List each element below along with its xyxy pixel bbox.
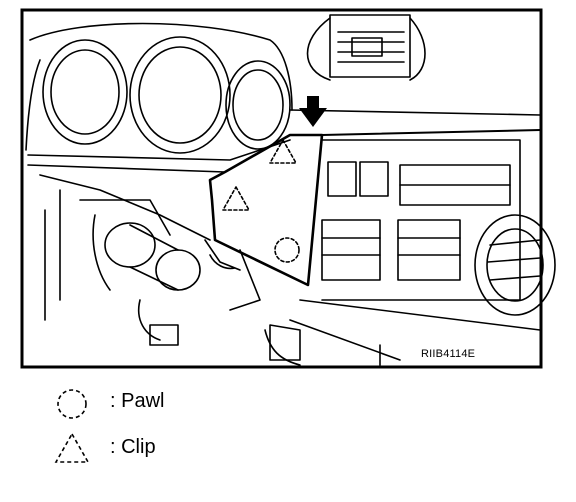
gauge-left: [42, 39, 128, 145]
clip-marker-lower: [222, 186, 250, 211]
center-vent: [329, 14, 411, 78]
center-console: [321, 139, 521, 301]
gauge-right: [225, 60, 291, 150]
dashed-circle-icon: [57, 389, 87, 419]
legend-label-clip: : Clip: [110, 436, 156, 458]
cluster-finisher: [208, 133, 324, 287]
figure-frame: [20, 8, 543, 369]
removal-direction-arrow: [299, 96, 327, 127]
figure-code: RIIB4114E: [421, 348, 476, 360]
gauge-center: [129, 36, 231, 154]
legend-label-pawl: : Pawl: [110, 390, 165, 412]
dashboard-diagram: RIIB4114E: [20, 8, 556, 369]
dashed-triangle-icon: [54, 432, 90, 463]
right-vent: [474, 214, 556, 316]
pawl-marker: [274, 237, 300, 263]
wiper-switch-knob: [155, 249, 201, 291]
legend-item-pawl: : Pawl: [52, 382, 352, 422]
legend-item-clip: : Clip: [52, 428, 352, 468]
clip-marker-upper: [269, 139, 297, 164]
dashboard-illustration: [20, 8, 556, 369]
steering-column: [39, 174, 211, 241]
cluster-hood: [29, 22, 293, 111]
